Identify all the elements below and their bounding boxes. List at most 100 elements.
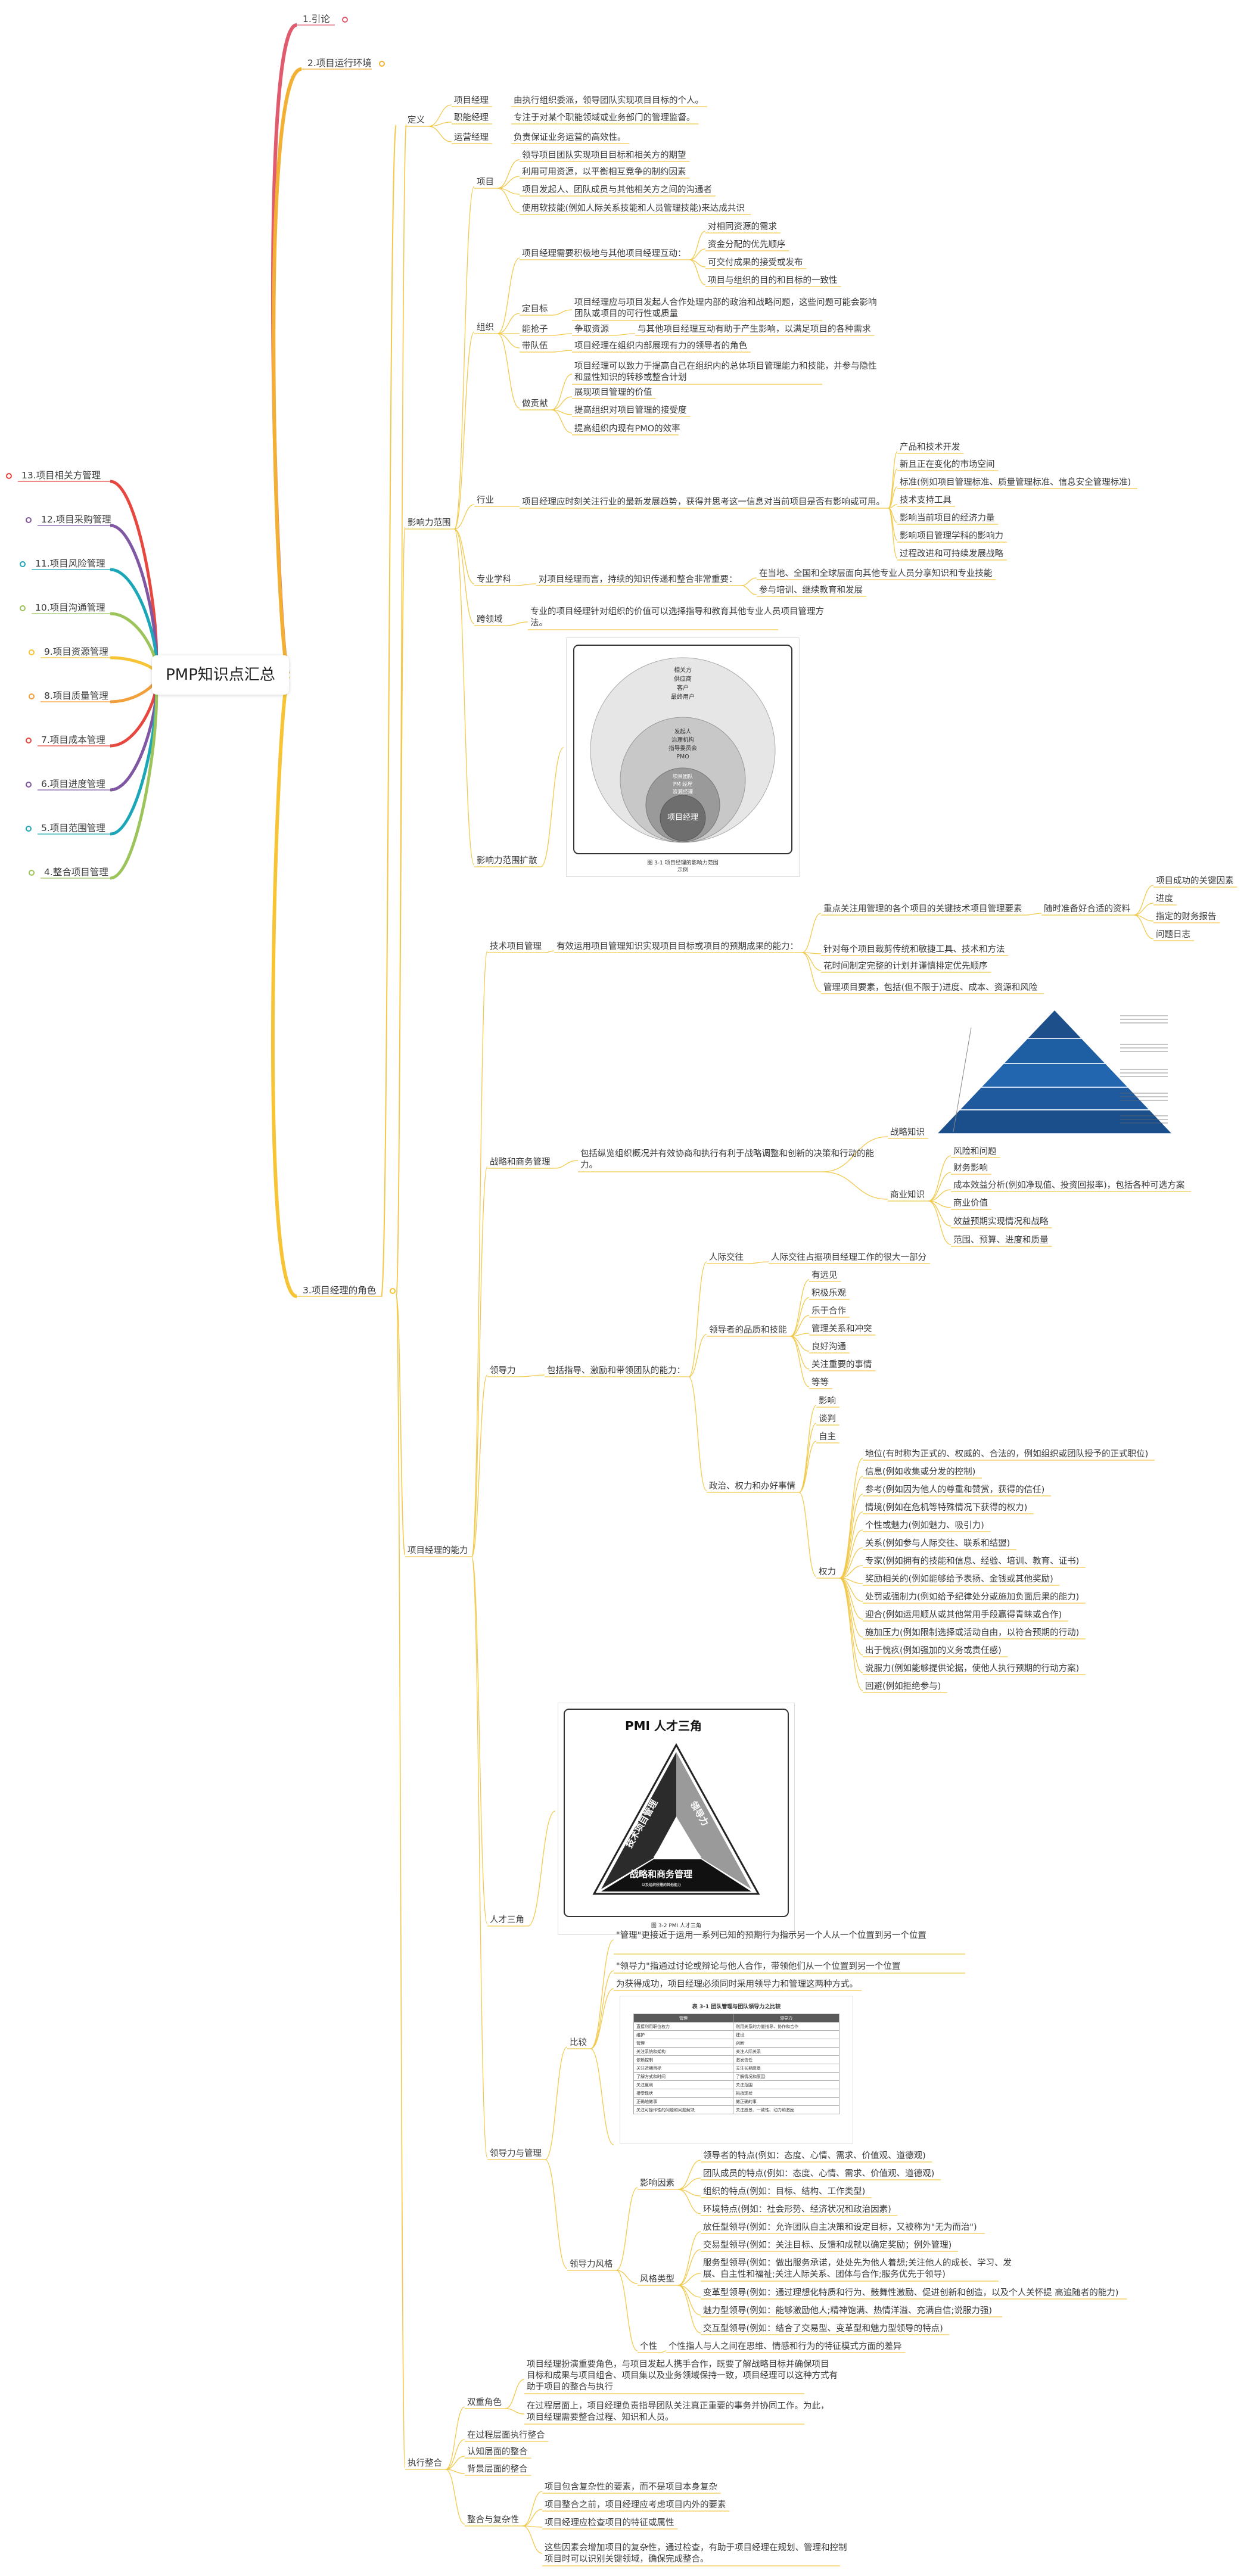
exec-cognitive[interactable]: 认知层面的整合 — [467, 2447, 528, 2457]
project-item-3[interactable]: 使用软技能(例如人际关系技能和人员管理技能)来达成共识 — [522, 204, 745, 213]
quality-item-4[interactable]: 良好沟通 — [811, 1342, 846, 1352]
power-item-6[interactable]: 专家(例如拥有的技能和信息、经验、培训、教育、证书) — [865, 1557, 1080, 1566]
tech-item-2[interactable]: 管理项目要素，包括(但不限于)进度、成本、资源和风险 — [823, 983, 1038, 993]
competence-lead[interactable]: 领导力 — [490, 1366, 516, 1376]
exec-background[interactable]: 背景层面的整合 — [467, 2465, 528, 2474]
tech-material-2[interactable]: 指定的财务报告 — [1156, 912, 1217, 922]
quality-item-0[interactable]: 有远见 — [811, 1271, 838, 1280]
collapse-dot[interactable] — [6, 473, 12, 479]
business-item-2[interactable]: 成本效益分析(例如净现值、投资回报率)，包括各种可选方案 — [953, 1181, 1185, 1190]
definition-value-0[interactable]: 由执行组织委派，领导团队实现项目目标的个人。 — [514, 96, 704, 105]
power-item-0[interactable]: 地位(有时称为正式的、权威的、合法的，例如组织或团队授予的正式职位) — [865, 1449, 1149, 1459]
lead-politics[interactable]: 政治、权力和办好事情 — [709, 1482, 795, 1491]
collapse-dot[interactable] — [26, 782, 32, 788]
quality-item-2[interactable]: 乐于合作 — [811, 1306, 846, 1316]
power-item-11[interactable]: 出于愧疚(例如强加的义务或责任感) — [865, 1646, 1002, 1656]
pro-item-0[interactable]: 在当地、全国和全球层面向其他专业人员分享知识和专业技能 — [759, 569, 993, 578]
contrib-item-2[interactable]: 提高组织内现有PMO的效率 — [574, 424, 680, 434]
influence-node[interactable]: 影响力范围 — [408, 518, 451, 528]
quality-item-1[interactable]: 积极乐观 — [811, 1289, 846, 1298]
tech-key-2[interactable]: 随时准备好合适的资料 — [1044, 904, 1130, 914]
personality-text[interactable]: 个性指人与人之间在思维、情感和行为的特征模式方面的差异 — [668, 2342, 902, 2351]
compare-item-2[interactable]: 为获得成功，项目经理必须同时采用领导力和管理这两种方式。 — [616, 1980, 858, 1989]
exec-node[interactable]: 执行整合 — [408, 2459, 442, 2468]
power-item-4[interactable]: 个性或魅力(例如魅力、吸引力) — [865, 1521, 984, 1530]
politics-item-1[interactable]: 谈判 — [819, 1414, 836, 1424]
contrib-note-2[interactable]: 和显性知识的转移或整合计划 — [574, 373, 687, 382]
interact-item-2[interactable]: 可交付成果的接受或发布 — [708, 258, 803, 267]
collapse-dot[interactable] — [29, 693, 35, 699]
type-item-1[interactable]: 交易型领导(例如：关注目标、反馈和成就以确定奖励；例外管理) — [703, 2241, 952, 2250]
influence-project[interactable]: 项目 — [477, 178, 494, 187]
collapse-dot[interactable] — [379, 61, 385, 67]
team-text[interactable]: 项目经理在组织内部展现有力的领导者的角色 — [574, 341, 747, 351]
style-factor[interactable]: 影响因素 — [640, 2179, 674, 2188]
main-branch-1[interactable]: 1.引论 — [303, 14, 330, 24]
type-item-2[interactable]: 服务型领导(例如：做出服务承诺，处处先为他人着想;关注他人的成长、学习、发 — [703, 2258, 1012, 2268]
left-branch-6[interactable]: 7.项目成本管理 — [41, 735, 105, 745]
power-item-5[interactable]: 关系(例如参与人际交往、联系和结盟) — [865, 1539, 1010, 1548]
power-item-10[interactable]: 施加压力(例如限制选择或活动自由，以符合预期的行动) — [865, 1628, 1080, 1638]
lm-compare[interactable]: 比较 — [570, 2038, 587, 2048]
tech-item-1[interactable]: 花时间制定完整的计划并谨慎排定优先顺序 — [823, 962, 988, 971]
power-item-8[interactable]: 处罚或强制力(例如给予纪律处分或施加负面后果的能力) — [865, 1592, 1080, 1602]
industry-text[interactable]: 项目经理应时刻关注行业的最新发展趋势，获得并思考这一信息对当前项目是否有影响或可… — [522, 497, 885, 507]
factor-item-2[interactable]: 组织的特点(例如：目标、结构、工作类型) — [703, 2187, 866, 2197]
org-interact[interactable]: 项目经理需要积极地与其他项目经理互动： — [522, 249, 686, 259]
collapse-dot[interactable] — [20, 605, 26, 611]
factor-item-0[interactable]: 领导者的特点(例如：态度、心情、需求、价值观、道德观) — [703, 2151, 926, 2161]
power-item-12[interactable]: 说服力(例如能够提供论据，使他人执行预期的行动方案) — [865, 1664, 1080, 1673]
pro-item-1[interactable]: 参与培训、继续教育和发展 — [759, 586, 863, 595]
industry-item-6[interactable]: 过程改进和可持续发展战略 — [900, 549, 1003, 559]
collapse-dot[interactable] — [342, 17, 348, 23]
contrib-item-1[interactable]: 提高组织对项目管理的接受度 — [574, 406, 687, 415]
root-node[interactable]: PMP知识点汇总 — [152, 655, 289, 695]
competence-lm[interactable]: 领导力与管理 — [490, 2149, 542, 2158]
exec-process[interactable]: 在过程层面执行整合 — [467, 2431, 545, 2440]
quality-item-6[interactable]: 等等 — [811, 1378, 829, 1387]
main-branch-2[interactable]: 2.项目运行环境 — [307, 58, 372, 69]
resource-text-2[interactable]: 与其他项目经理互动有助于产生影响，以满足项目的各种需求 — [638, 325, 871, 334]
org-goal[interactable]: 定目标 — [522, 304, 548, 314]
lead-text[interactable]: 包括指导、激励和带领团队的能力： — [547, 1366, 685, 1376]
type-item-3[interactable]: 展、自主性和福祉;关注人际关系、团体与合作;服务优先于领导) — [703, 2270, 946, 2279]
pro-text[interactable]: 对项目经理而言，持续的知识传递和整合非常重要： — [539, 575, 738, 584]
exec-double[interactable]: 双重角色 — [467, 2398, 502, 2407]
complex-item-2[interactable]: 项目经理应检查项目的特征或属性 — [545, 2518, 674, 2528]
contrib-item-0[interactable]: 展现项目管理的价值 — [574, 388, 652, 397]
left-branch-4[interactable]: 9.项目资源管理 — [44, 646, 108, 657]
quality-item-5[interactable]: 关注重要的事情 — [811, 1360, 872, 1370]
goal-text-2[interactable]: 团队或项目的可行性或质量 — [574, 309, 678, 319]
strategy-text-1[interactable]: 包括纵览组织概况并有效协商和执行有利于战略调整和创新的决策和行动的能 — [580, 1149, 874, 1159]
complex-item-0[interactable]: 项目包含复杂性的要素，而不是项目本身复杂 — [545, 2482, 717, 2492]
industry-item-1[interactable]: 新且正在变化的市场空间 — [900, 460, 995, 469]
double-text-3[interactable]: 助于项目的整合与执行 — [527, 2382, 613, 2392]
style-types[interactable]: 风格类型 — [640, 2275, 674, 2284]
exec-complexity[interactable]: 整合与复杂性 — [467, 2515, 519, 2525]
type-item-4[interactable]: 变革型领导(例如：通过理想化特质和行为、鼓舞性激励、促进创新和创造，以及个人关怀… — [703, 2288, 1119, 2298]
type-item-5[interactable]: 魅力型领导(例如：能够激励他人;精神饱满、热情洋溢、充满自信;说服力强) — [703, 2306, 993, 2316]
influence-industry[interactable]: 行业 — [477, 496, 494, 505]
collapse-dot[interactable] — [390, 1288, 396, 1294]
tech-material-1[interactable]: 进度 — [1156, 894, 1173, 904]
industry-item-2[interactable]: 标准(例如项目管理标准、质量管理标准、信息安全管理标准) — [900, 478, 1131, 487]
business-item-3[interactable]: 商业价值 — [953, 1199, 988, 1208]
tech-material-3[interactable]: 问题日志 — [1156, 930, 1190, 939]
left-branch-2[interactable]: 11.项目风险管理 — [35, 558, 105, 569]
left-branch-0[interactable]: 13.项目相关方管理 — [21, 470, 101, 481]
double-text-1[interactable]: 项目经理扮演重要角色，与项目发起人携手合作，既要了解战略目标并确保项目 — [527, 2360, 829, 2369]
double-text-2[interactable]: 目标和成果与项目组合、项目集以及业务领域保持一致，项目经理可以这种方式有 — [527, 2371, 838, 2381]
cross-text-1[interactable]: 专业的项目经理针对组织的价值可以选择指导和教育其他专业人员项目管理方 — [530, 607, 824, 617]
left-branch-1[interactable]: 12.项目采购管理 — [41, 514, 111, 525]
lm-style[interactable]: 领导力风格 — [570, 2260, 613, 2269]
industry-item-5[interactable]: 影响项目管理学科的影响力 — [900, 531, 1003, 541]
org-team[interactable]: 带队伍 — [522, 341, 548, 351]
business-item-1[interactable]: 财务影响 — [953, 1163, 988, 1173]
lead-quality[interactable]: 领导者的品质和技能 — [709, 1326, 787, 1335]
resource-text[interactable]: 争取资源 — [574, 325, 609, 334]
power-node[interactable]: 权力 — [819, 1567, 836, 1577]
interact-item-0[interactable]: 对相同资源的需求 — [708, 222, 777, 232]
competence-strategy[interactable]: 战略和商务管理 — [490, 1158, 551, 1167]
collapse-dot[interactable] — [26, 517, 32, 523]
project-item-1[interactable]: 利用可用资源，以平衡相互竞争的制约因素 — [522, 167, 686, 177]
